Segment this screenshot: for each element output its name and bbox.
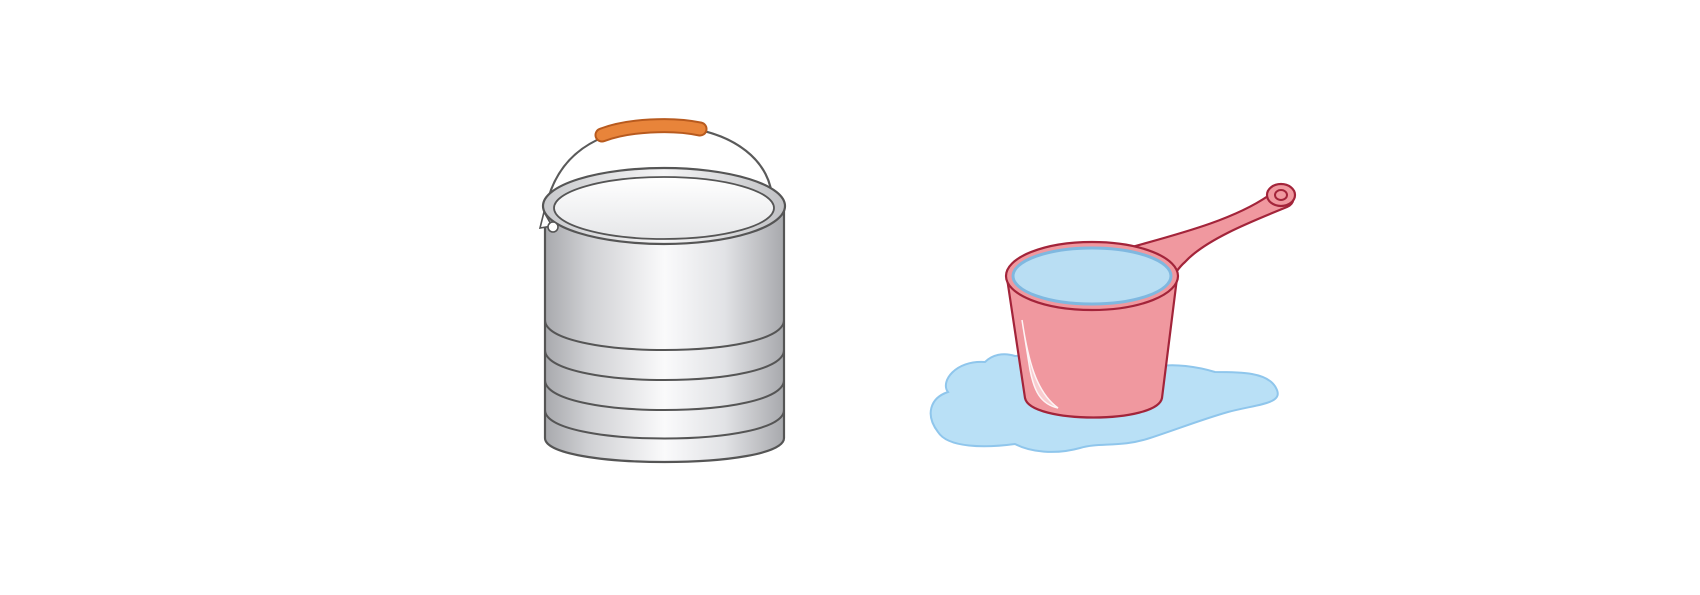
water-scoop <box>1004 182 1297 419</box>
bucket-opening <box>553 176 775 240</box>
scoop-highlight <box>1021 319 1059 409</box>
bucket-ridges <box>544 319 785 440</box>
metal-bucket <box>538 118 787 464</box>
scoop-water <box>1011 246 1173 306</box>
scoop-cup <box>1005 276 1179 419</box>
bucket-rivet <box>547 221 559 233</box>
bucket-body <box>543 205 786 464</box>
